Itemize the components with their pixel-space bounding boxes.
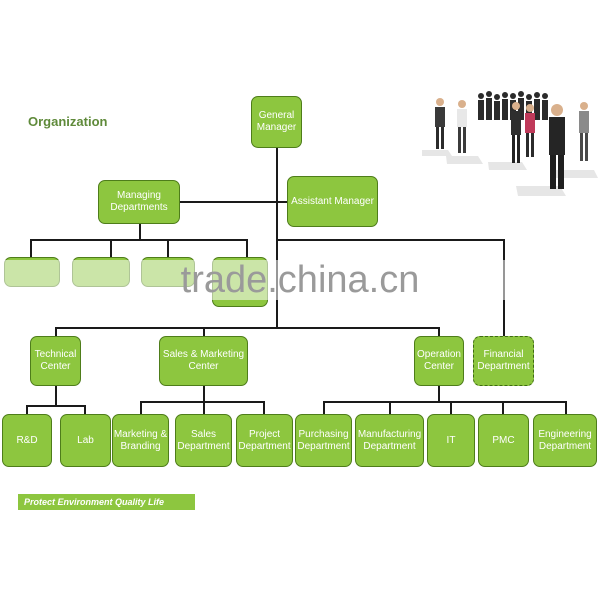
manufacturing-department-box: Manufacturing Department [355, 414, 424, 467]
connector [502, 401, 504, 415]
general-manager-box: General Manager [251, 96, 302, 148]
lab-box: Lab [60, 414, 111, 467]
page-title: Organization [28, 114, 108, 129]
technical-center-box: Technical Center [30, 336, 81, 386]
connector [55, 327, 57, 337]
sales-department-box: Sales Department [175, 414, 232, 467]
assistant-manager-box: Assistant Manager [287, 176, 378, 227]
connector [84, 405, 86, 415]
connector [140, 401, 142, 415]
connector [565, 401, 567, 415]
sales-marketing-center-box: Sales & Marketing Center [159, 336, 248, 386]
connector [26, 405, 28, 415]
connector [55, 327, 439, 329]
connector [246, 239, 248, 259]
connector [26, 405, 86, 407]
connector [140, 401, 265, 403]
managing-departments-box: Managing Departments [98, 180, 180, 224]
connector [263, 401, 265, 415]
connector [30, 239, 248, 241]
connector [450, 401, 452, 415]
it-box: IT [427, 414, 475, 467]
connector [203, 386, 205, 402]
rd-box: R&D [2, 414, 52, 467]
connector [203, 327, 205, 337]
connector [438, 327, 440, 337]
connector [180, 201, 276, 203]
connector [323, 401, 325, 415]
connector [438, 386, 440, 402]
connector [55, 386, 57, 406]
slogan-banner: Protect Environment Quality Life [18, 494, 195, 510]
connector [276, 239, 504, 241]
connector [389, 401, 391, 415]
marketing-branding-box: Marketing & Branding [112, 414, 169, 467]
connector [167, 239, 169, 259]
connector [323, 401, 567, 403]
connector [30, 239, 32, 259]
connector [203, 401, 205, 415]
connector [110, 239, 112, 259]
project-department-box: Project Department [236, 414, 293, 467]
connector [139, 224, 141, 240]
watermark: trade.china.cn [0, 260, 600, 300]
connector [276, 201, 288, 203]
operation-center-box: Operation Center [414, 336, 464, 386]
financial-department-box: Financial Department [473, 336, 534, 386]
connector [276, 148, 278, 328]
pmc-box: PMC [478, 414, 529, 467]
business-team-image [422, 91, 598, 196]
engineering-department-box: Engineering Department [533, 414, 597, 467]
purchasing-department-box: Purchasing Department [295, 414, 352, 467]
